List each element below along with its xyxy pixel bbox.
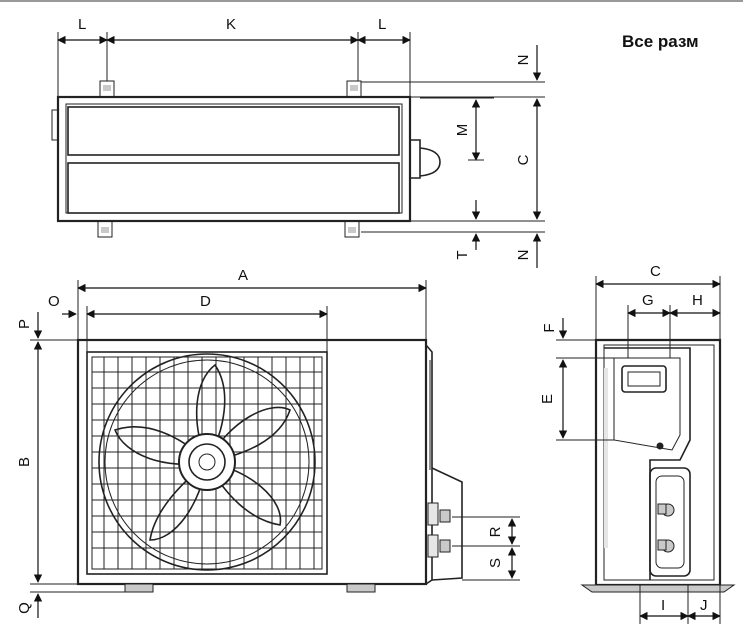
dim-label-D: D xyxy=(200,293,211,310)
side-handle xyxy=(621,365,667,393)
dim-label-Q: Q xyxy=(16,602,33,614)
dim-label-L-left: L xyxy=(78,16,86,33)
side-valves xyxy=(657,503,675,553)
page-heading: Все разм xyxy=(622,32,699,51)
dim-label-C-side: C xyxy=(650,263,661,280)
dim-label-H: H xyxy=(692,292,703,309)
dim-label-E: E xyxy=(539,394,556,404)
dim-label-L-right: L xyxy=(378,16,386,33)
top-view: L K L N C M T N xyxy=(51,16,545,268)
side-view: C G H F E I J xyxy=(539,263,736,624)
dim-label-C-top: C xyxy=(515,154,532,165)
dim-label-P: P xyxy=(16,319,33,329)
mount-foot-bottom-right xyxy=(344,220,360,238)
dim-label-R: R xyxy=(487,526,504,537)
dim-label-K: K xyxy=(226,16,236,33)
fan-grille xyxy=(86,351,328,575)
side-valve-panel xyxy=(649,467,691,577)
dim-label-T: T xyxy=(454,250,471,259)
front-view-body xyxy=(76,338,428,586)
dim-label-N-bottom: N xyxy=(515,250,532,261)
valve-housing xyxy=(431,467,463,581)
top-view-body xyxy=(56,95,412,223)
front-foot-right xyxy=(346,583,376,593)
side-base xyxy=(580,584,736,593)
mount-foot-bottom-left xyxy=(97,220,113,238)
mount-foot-top-right xyxy=(346,80,362,98)
front-view: A D O P B Q R S xyxy=(16,267,520,618)
front-foot-left xyxy=(124,583,154,593)
fan-blades xyxy=(113,363,291,541)
dim-label-S: S xyxy=(487,558,504,568)
fan-ring xyxy=(98,353,316,571)
dim-label-O: O xyxy=(48,293,60,310)
dim-label-A: A xyxy=(238,267,248,284)
dim-label-G: G xyxy=(642,292,654,309)
valve-cap xyxy=(409,139,441,179)
dim-label-M: M xyxy=(454,124,471,137)
dim-label-N-top: N xyxy=(515,55,532,66)
dim-label-J: J xyxy=(700,597,708,614)
dim-label-I: I xyxy=(661,597,665,614)
side-panel-cutout xyxy=(604,347,691,580)
dim-label-B: B xyxy=(16,457,33,467)
dim-label-F: F xyxy=(541,323,558,332)
fan-hub xyxy=(178,433,236,491)
